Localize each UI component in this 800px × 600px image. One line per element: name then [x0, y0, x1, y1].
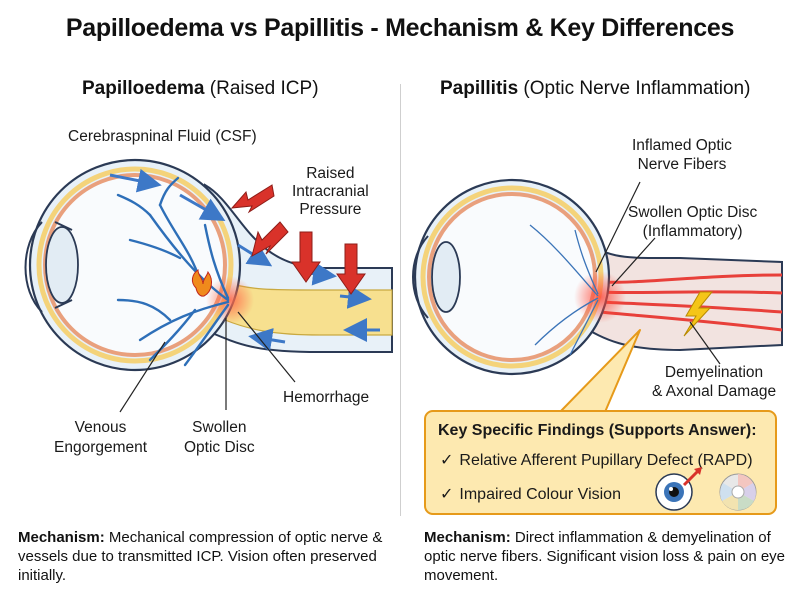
label-hemorrhage: Hemorrhage: [283, 389, 370, 406]
key-findings-callout: Key Specific Findings (Supports Answer):…: [424, 410, 777, 515]
finding-rapd-text: Relative Afferent Pupillary Defect (RAPD…: [459, 452, 753, 469]
label-demyelination: Demyelination & Axonal Damage: [652, 363, 776, 401]
page-title: Papilloedema vs Papillitis - Mechanism &…: [65, 14, 735, 42]
left-retina: [43, 173, 227, 357]
label-inflamed-fibers: Inflamed Optic Nerve Fibers: [632, 136, 732, 174]
right-panel-heading: Papillitis (Optic Nerve Inflammation): [440, 78, 750, 100]
left-vessels: [116, 176, 230, 367]
leader-venous: [119, 341, 166, 413]
findings-icons: [655, 467, 757, 511]
right-leader-lines: [595, 181, 721, 365]
right-cornea: [412, 235, 429, 319]
right-mechanism: Mechanism: Direct inflammation & demyeli…: [424, 528, 789, 585]
left-mechanism-label: Mechanism:: [18, 529, 105, 546]
left-heading-rest: (Raised ICP): [204, 78, 319, 99]
label-swollen-line2: Optic Disc: [184, 439, 255, 456]
hemorrhage-flame-icon: [191, 269, 212, 297]
left-heading-bold: Papilloedema: [82, 78, 205, 99]
label-raised-icp: Raised Intracranial Pressure: [292, 165, 369, 219]
label-demyelination-line2: & Axonal Damage: [652, 383, 777, 400]
right-mechanism-label: Mechanism:: [424, 529, 511, 546]
lightning-icon: [683, 291, 714, 337]
left-mechanism: Mechanism: Mechanical compression of opt…: [18, 528, 390, 585]
right-vessels: [529, 224, 599, 356]
left-iris-bottom: [54, 299, 73, 309]
leader-hemorrhage: [237, 311, 296, 383]
finding-rapd: ✓ Relative Afferent Pupillary Defect (RAP…: [440, 450, 753, 470]
check-icon: ✓: [440, 452, 454, 469]
check-icon: ✓: [440, 486, 454, 503]
label-swollen-inflammatory-line1: Swollen Optic Disc: [628, 204, 758, 221]
finding-colour-text: Impaired Colour Vision: [459, 486, 621, 503]
left-mechanism-text: Mechanical compression of optic nerve & …: [18, 529, 383, 584]
label-swollen-inflammatory-line2: (Inflammatory): [642, 223, 743, 240]
finding-colour-vision: ✓ Impaired Colour Vision: [440, 484, 621, 504]
label-venous-line1: Venous: [74, 419, 127, 436]
label-demyelination-line1: Demyelination: [664, 364, 764, 381]
left-iris-top: [54, 221, 73, 231]
label-swollen-line1: Swollen: [192, 419, 247, 436]
leader-demyelination: [689, 321, 721, 365]
leader-inflamed: [595, 181, 641, 273]
label-raised-icp-line3: Pressure: [299, 201, 362, 218]
left-lens: [45, 226, 79, 304]
label-venous-line2: Engorgement: [54, 439, 148, 456]
left-panel-heading: Papilloedema (Raised ICP): [82, 78, 319, 100]
right-heading-rest: (Optic Nerve Inflammation): [518, 78, 751, 99]
left-cornea: [24, 221, 43, 313]
label-inflamed-line1: Inflamed Optic: [632, 137, 732, 154]
label-venous-engorgement: Venous Engorgement: [54, 418, 147, 458]
panel-divider: [400, 84, 401, 516]
label-swollen-optic-disc: Swollen Optic Disc: [184, 418, 255, 458]
label-swollen-inflammatory: Swollen Optic Disc (Inflammatory): [628, 203, 757, 241]
right-lens: [431, 241, 461, 313]
right-eye-diagram: [412, 178, 783, 376]
label-csf: Cerebraspninal Fluid (CSF): [68, 128, 257, 145]
left-disc-glow: [206, 276, 254, 324]
pressure-arrows: [230, 184, 366, 295]
left-choroid: [36, 166, 234, 364]
left-eye-diagram: [24, 158, 393, 372]
findings-title: Key Specific Findings (Supports Answer):: [438, 422, 757, 439]
left-leader-lines: [119, 311, 296, 413]
eye-icon: [655, 473, 693, 511]
label-inflamed-line2: Nerve Fibers: [637, 156, 727, 173]
label-raised-icp-line2: Intracranial: [292, 183, 369, 200]
pointer-arrow-icon: [682, 469, 700, 487]
right-heading-bold: Papillitis: [440, 78, 519, 99]
leader-swollen-disc: [611, 237, 656, 287]
label-raised-icp-line1: Raised: [306, 165, 355, 182]
right-mechanism-text: Direct inflammation & demyelination of o…: [424, 529, 786, 584]
colour-wheel-icon: [719, 473, 757, 511]
